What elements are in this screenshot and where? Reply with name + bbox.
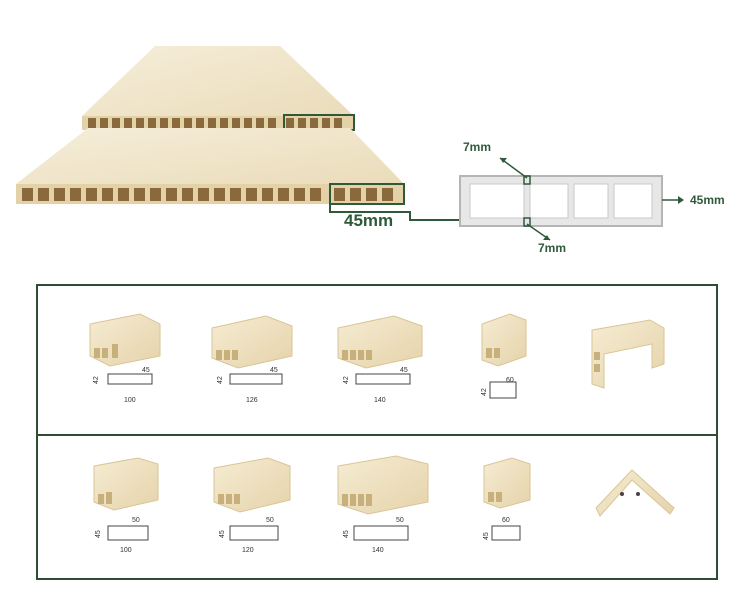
- r1-3-height: 42: [343, 376, 350, 384]
- section-height-label: 45mm: [690, 193, 725, 207]
- panel-thickness-label: 45mm: [344, 211, 394, 230]
- row-divider: [38, 434, 716, 436]
- arrow-top-head: [500, 158, 507, 163]
- r1-3-width: 140: [374, 397, 386, 404]
- product-r2-3: [337, 455, 429, 541]
- arrow-top-line: [499, 157, 528, 179]
- r1-4-height: 42: [481, 388, 488, 396]
- arrow-bottom-head: [543, 235, 550, 240]
- r2-2-height: 45: [219, 530, 226, 538]
- r2-1-width: 100: [120, 547, 132, 554]
- r1-1-height: 42: [93, 376, 100, 384]
- product-r1-4: [481, 313, 527, 399]
- r1-2-height: 42: [217, 376, 224, 384]
- front-panel-surface: [16, 128, 404, 184]
- r2-3-height: 45: [343, 530, 350, 538]
- product-r2-1: [93, 457, 159, 541]
- wall-thickness-bottom-label: 7mm: [538, 241, 567, 255]
- r1-4-lip: 60: [506, 377, 514, 384]
- front-panel-cells: [22, 188, 393, 201]
- r2-2-width: 120: [242, 547, 254, 554]
- r2-1-height: 45: [95, 530, 102, 538]
- wall-marker-bottom: [523, 217, 531, 227]
- r1-3-lip: 45: [400, 367, 408, 374]
- r1-1-width: 100: [124, 397, 136, 404]
- cross-section-diagram: [410, 157, 684, 241]
- r2-2-lip: 50: [266, 517, 274, 524]
- section-cells: [469, 183, 653, 219]
- product-catalog-frame: [36, 284, 718, 580]
- product-r2-5: [595, 469, 675, 517]
- product-catalog-drawings: 42 45 100 42 45 126 42 45 140 42 60 45 5…: [89, 313, 675, 554]
- r1-2-lip: 45: [270, 367, 278, 374]
- r2-4-lip: 60: [502, 517, 510, 524]
- product-r1-3: [337, 315, 423, 385]
- product-r1-1: [89, 313, 161, 385]
- arrow-right-head: [678, 196, 684, 204]
- front-highlight-box: [329, 183, 405, 205]
- r1-2-width: 126: [246, 397, 258, 404]
- r2-3-width: 140: [372, 547, 384, 554]
- wall-marker-top: [523, 175, 531, 185]
- back-panel-surface: [82, 46, 354, 116]
- product-r1-2: [211, 315, 293, 385]
- r2-1-lip: 50: [132, 517, 140, 524]
- wall-thickness-top-label: 7mm: [463, 140, 492, 154]
- product-r1-5: [591, 319, 665, 389]
- hollow-panels-photo: [16, 46, 430, 221]
- product-r2-4: [483, 457, 531, 541]
- r1-1-lip: 45: [142, 367, 150, 374]
- product-r2-2: [213, 457, 291, 541]
- r2-3-lip: 50: [396, 517, 404, 524]
- back-panel-cells: [88, 118, 342, 128]
- r2-4-height: 45: [483, 532, 490, 540]
